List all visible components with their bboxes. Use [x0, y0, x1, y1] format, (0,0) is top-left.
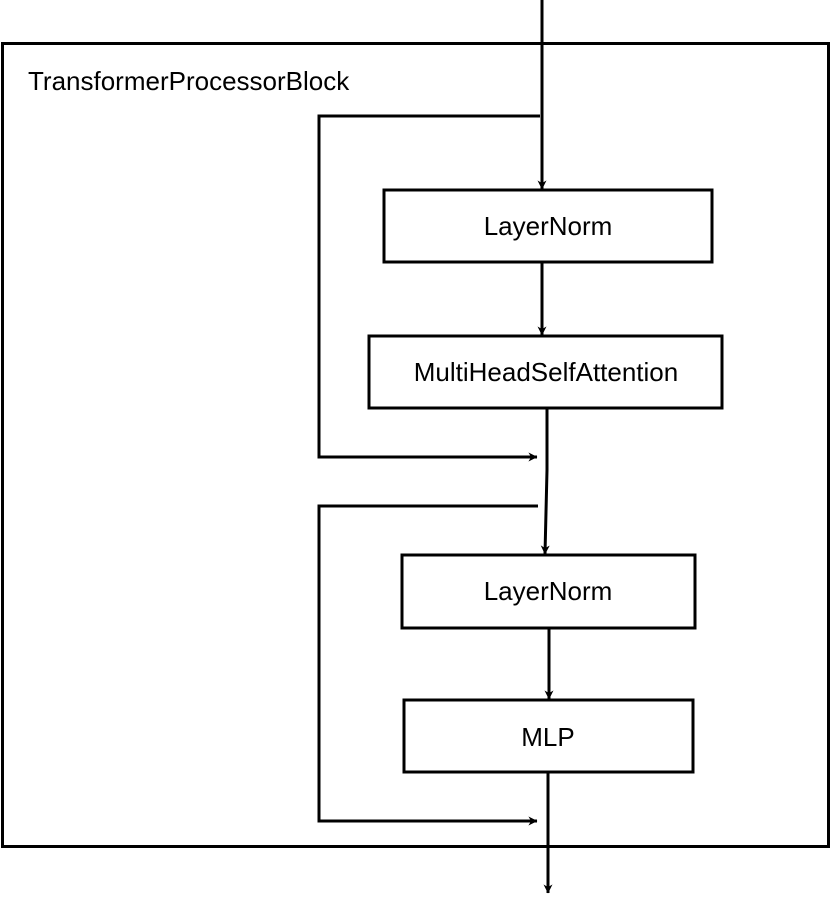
- residual-skip-2: [317, 504, 538, 826]
- node-layernorm-1-label: LayerNorm: [484, 211, 613, 241]
- arrow-mhsa-to-ln2: [540, 408, 550, 555]
- node-layernorm-2-label: LayerNorm: [484, 576, 613, 606]
- node-layernorm-1: [382, 188, 714, 264]
- container-box: [1, 42, 830, 848]
- residual-skip-1: [317, 114, 540, 462]
- node-layernorm-2: [400, 553, 697, 630]
- node-mhsa-label: MultiHeadSelfAttention: [414, 357, 678, 387]
- container-label: TransformerProcessorBlock: [28, 66, 350, 96]
- node-mlp-label: MLP: [521, 722, 574, 752]
- node-multihead-self-attention: [367, 334, 724, 410]
